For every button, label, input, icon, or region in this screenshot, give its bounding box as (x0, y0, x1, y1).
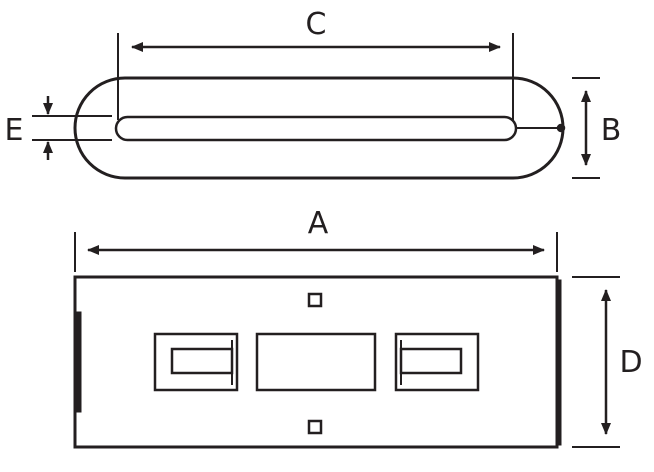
center-label-block (255, 332, 377, 392)
dim-label-c: C (306, 7, 327, 42)
connector-right-slot (399, 347, 463, 375)
dim-label-e: E (5, 113, 24, 148)
base-end-cap-left (74, 311, 82, 413)
mount-hole-bottom (307, 419, 323, 435)
front-view (73, 232, 620, 449)
lamp-inner-tube (114, 115, 518, 142)
connector-right-frame (394, 332, 480, 392)
dim-label-d: D (619, 345, 642, 380)
lamp-body-outline (73, 76, 565, 180)
mount-hole-top (307, 292, 323, 308)
lamp-pin-dot (556, 123, 566, 133)
connector-left-slot (170, 347, 234, 375)
base-end-cap-right (555, 279, 562, 446)
dim-label-a: A (308, 206, 329, 241)
connector-left-frame (153, 332, 239, 392)
dim-label-b: B (601, 113, 622, 148)
top-view (32, 33, 600, 180)
